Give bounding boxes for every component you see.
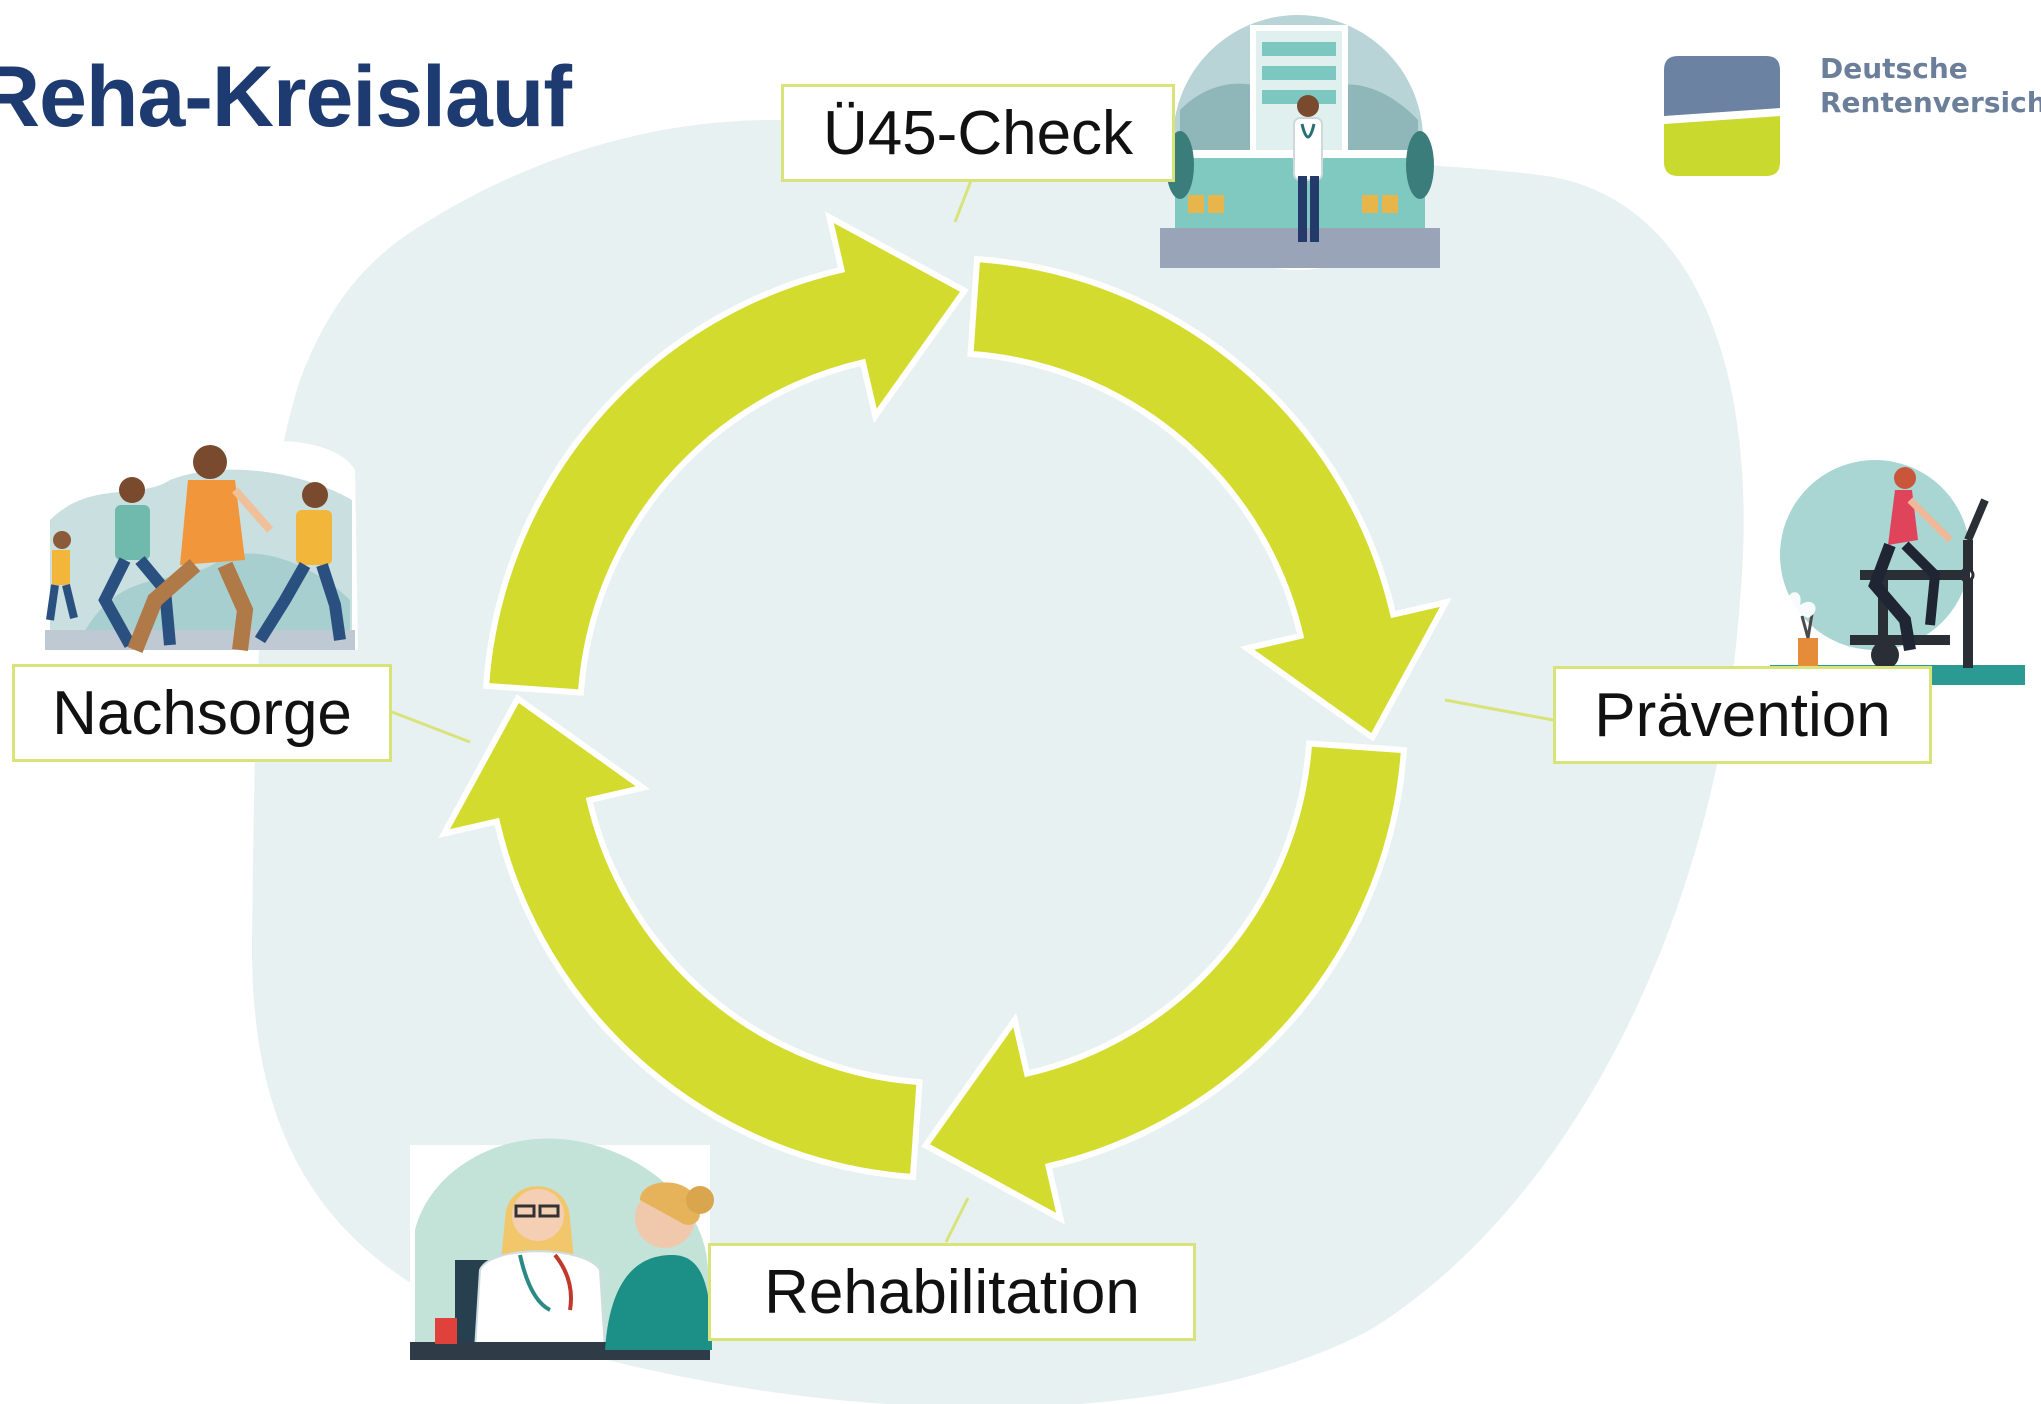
stage-label-nachsorge: Nachsorge (12, 664, 392, 762)
exercise-bike-icon (1770, 460, 2025, 685)
connector-nachsorge (391, 710, 471, 744)
runners-icon (45, 436, 358, 653)
stage-label-check: Ü45-Check (781, 84, 1175, 182)
stage-label-praevention: Prävention (1553, 666, 1932, 764)
cycle-arrow-to-check (482, 211, 969, 696)
cycle-arrows (438, 211, 1452, 1225)
cycle-arrow-to-nachsorge (438, 694, 923, 1181)
cycle-arrow-to-rehabilitation (921, 740, 1408, 1225)
connector-check (953, 177, 974, 223)
doctor-patient-icon (410, 1138, 714, 1360)
connector-praevention (1444, 698, 1554, 722)
page-title: Reha-Kreislauf (0, 49, 572, 145)
logo-wordmark: Deutsche Rentenversiche (1820, 52, 2041, 120)
connector-rehabilitation (944, 1197, 970, 1243)
hospital-doctor-icon (1160, 10, 1440, 270)
logo-line-1: Deutsche (1820, 52, 1968, 85)
logo-mark (1664, 56, 1780, 176)
stage-label-rehabilitation: Rehabilitation (708, 1243, 1196, 1341)
logo-line-2: Rentenversiche (1820, 86, 2041, 119)
cycle-arrow-to-praevention (967, 255, 1452, 742)
